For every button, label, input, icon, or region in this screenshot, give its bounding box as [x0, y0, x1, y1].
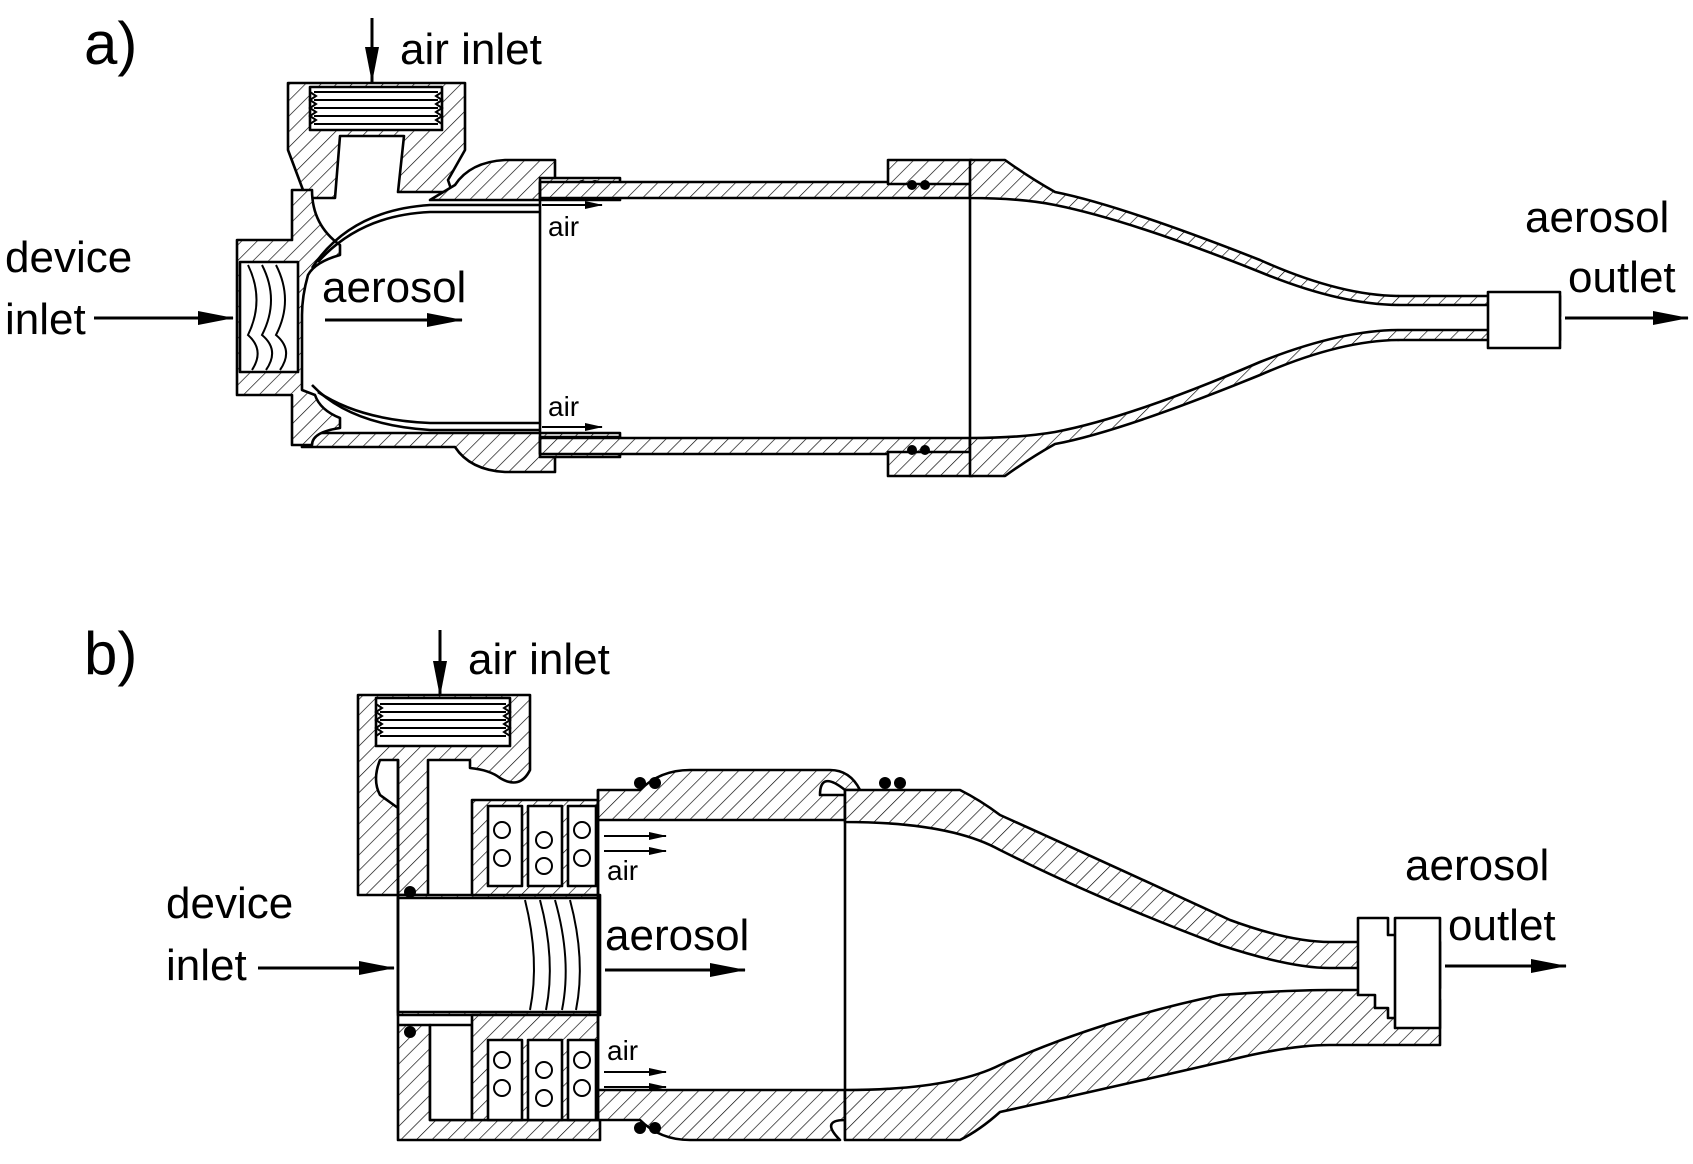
b-air-inlet-label: air inlet — [468, 635, 610, 684]
b-outlet-bore — [1393, 916, 1442, 1030]
b-aerosol-label: aerosol — [605, 911, 749, 960]
b-upper-valve-cage — [486, 804, 524, 888]
b-upper-valve-cage — [526, 804, 564, 888]
a-rear-coupling-bottom — [886, 450, 974, 478]
b-valve-ball — [535, 1089, 553, 1107]
b-outlet-label-1: aerosol — [1405, 841, 1549, 890]
b-outlet-mouthpiece — [1356, 916, 1407, 1020]
b-valve-ball — [535, 857, 553, 875]
b-upper-valve-cage — [566, 804, 598, 888]
a-device-inlet-label-1: device — [5, 233, 132, 282]
b-device-spring — [524, 899, 581, 1011]
b-oring — [404, 1026, 416, 1038]
b-mid-tube-top — [596, 768, 862, 822]
b-valve-ball — [493, 1079, 511, 1097]
b-lower-valve-cage — [526, 1038, 564, 1122]
b-mid-tube-bottom — [596, 1088, 847, 1142]
b-valve-ball — [493, 821, 511, 839]
b-oring — [649, 777, 661, 789]
a-inner-duct-bottom-inner — [317, 390, 540, 425]
a-rear-coupling-top — [886, 158, 974, 186]
a-outlet-label-1: aerosol — [1525, 193, 1669, 242]
b-valve-ball — [493, 849, 511, 867]
panel-b-label: b) — [84, 620, 137, 687]
b-air-top-label: air — [607, 855, 638, 886]
a-oring — [907, 445, 917, 455]
a-rear-taper-bottom — [968, 318, 1562, 478]
a-inner-duct-top — [310, 203, 540, 269]
a-oring — [907, 180, 917, 190]
a-oring — [920, 445, 930, 455]
a-outlet-label-2: outlet — [1568, 253, 1676, 302]
a-oring — [920, 180, 930, 190]
a-device-inlet-label-2: inlet — [5, 295, 86, 344]
b-valve-ball — [535, 1061, 553, 1079]
b-oring — [634, 1122, 646, 1134]
panel-a: a) — [5, 10, 1689, 478]
a-air-inlet-thread — [314, 91, 438, 125]
b-air-inlet-teeth — [374, 703, 512, 737]
b-rear-taper-top — [843, 788, 1442, 990]
a-air-inlet-label: air inlet — [400, 25, 542, 74]
b-air-inlet-bore — [374, 696, 512, 748]
b-oring — [634, 777, 646, 789]
b-rear-taper-bottom — [843, 988, 1442, 1142]
a-air-top-label: air — [548, 211, 579, 242]
b-device-inlet-label-1: device — [166, 879, 293, 928]
a-air-inlet-teeth — [308, 91, 444, 125]
b-valve-ball — [573, 821, 591, 839]
a-aerosol-label: aerosol — [322, 263, 466, 312]
b-device-inlet-label-2: inlet — [166, 941, 247, 990]
a-inlet-spring — [246, 264, 287, 371]
a-inner-duct-top-inner — [317, 210, 540, 263]
b-valve-ball — [493, 1051, 511, 1069]
b-oring — [879, 777, 891, 789]
b-oring — [404, 886, 416, 898]
b-valve-ball — [573, 1051, 591, 1069]
b-lower-air-passage — [428, 1023, 474, 1122]
b-air-inlet-thread — [380, 703, 506, 737]
b-valve-ball — [573, 1079, 591, 1097]
a-rear-taper-top — [968, 158, 1562, 318]
b-outlet-label-2: outlet — [1448, 901, 1556, 950]
b-oring — [649, 1122, 661, 1134]
b-oring — [894, 777, 906, 789]
b-air-bottom-label: air — [607, 1035, 638, 1066]
panel-b: b) — [84, 620, 1567, 1142]
b-valve-ball — [573, 849, 591, 867]
panel-a-label: a) — [84, 10, 137, 77]
b-valve-ball — [535, 831, 553, 849]
a-outlet-mouthpiece — [1486, 290, 1562, 350]
a-air-bottom-label: air — [548, 391, 579, 422]
b-device-inlet-bore — [396, 896, 600, 1014]
